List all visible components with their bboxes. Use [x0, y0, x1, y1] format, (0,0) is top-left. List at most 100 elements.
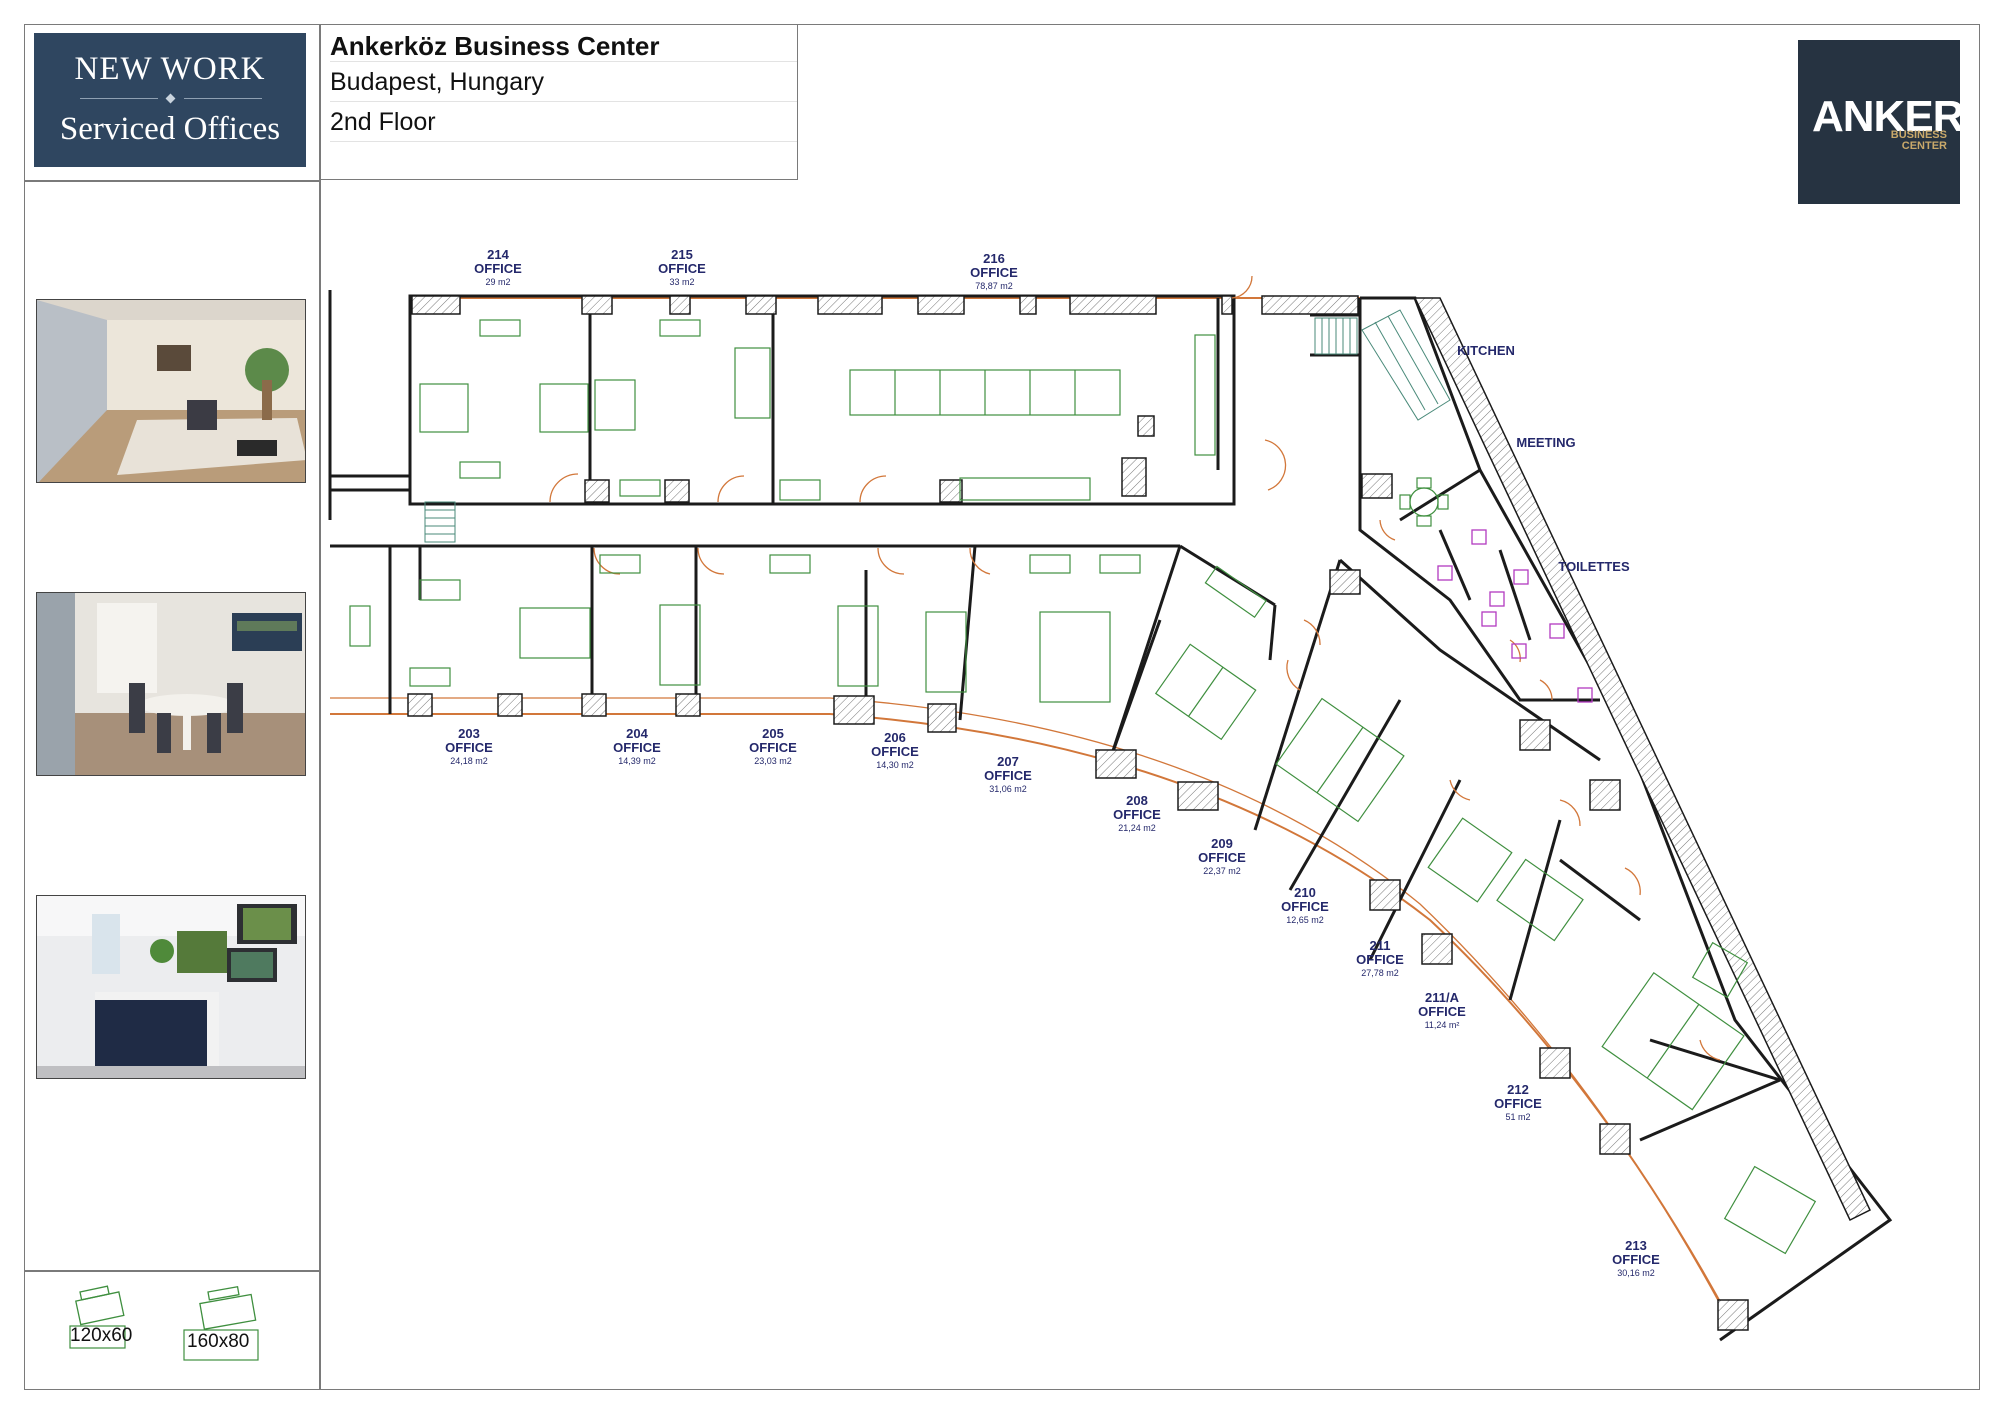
svg-text:209: 209: [1211, 836, 1233, 851]
photo-meeting-room: [36, 592, 306, 776]
svg-text:205: 205: [762, 726, 784, 741]
svg-text:OFFICE: OFFICE: [1281, 899, 1329, 914]
svg-text:211/A: 211/A: [1425, 990, 1460, 1005]
svg-text:21,24 m2: 21,24 m2: [1118, 823, 1156, 833]
svg-text:208: 208: [1126, 793, 1148, 808]
anker-logo-sub1: BUSINESS: [1890, 129, 1947, 141]
svg-text:OFFICE: OFFICE: [1418, 1004, 1466, 1019]
floorplan-sheet: [24, 24, 1980, 1390]
brand-rule-right: [184, 98, 262, 99]
anker-logo-sub: BUSINESS CENTER: [1891, 130, 1947, 152]
brand-line-1: NEW WORK: [74, 51, 266, 87]
svg-text:12,65 m2: 12,65 m2: [1286, 915, 1324, 925]
building-title: Ankerköz Business Center: [330, 31, 660, 61]
svg-text:OFFICE: OFFICE: [1494, 1096, 1542, 1111]
building-city: Budapest, Hungary: [330, 68, 545, 96]
brand-line-2: Serviced Offices: [59, 111, 281, 147]
svg-text:14,30 m2: 14,30 m2: [876, 760, 914, 770]
svg-text:OFFICE: OFFICE: [445, 740, 493, 755]
svg-text:203: 203: [458, 726, 480, 741]
svg-text:11,24 m²: 11,24 m²: [1425, 1020, 1460, 1030]
legend-divider: [24, 1270, 320, 1272]
legend-desk-small-icon: [75, 1285, 125, 1326]
legend-desk-large-icon: [199, 1286, 257, 1330]
reception-desk-photo-icon: [37, 896, 305, 1078]
building-info: Ankerköz Business Center Budapest, Hunga…: [320, 24, 798, 180]
staircase: [424, 309, 1451, 543]
svg-text:212: 212: [1507, 1082, 1529, 1097]
svg-text:214: 214: [487, 247, 509, 262]
header-divider-left: [24, 180, 320, 182]
brand-logo: NEW WORK Serviced Offices: [34, 33, 306, 167]
office-desk-photo-icon: [37, 300, 305, 482]
brand-rule-left: [80, 98, 158, 99]
facade-glazing: [330, 297, 1731, 1321]
legend-desk-small-label: 120x60: [70, 1325, 133, 1346]
legend-desk-large-label: 160x80: [187, 1331, 250, 1352]
svg-text:207: 207: [997, 754, 1019, 769]
svg-text:30,16 m2: 30,16 m2: [1617, 1268, 1655, 1278]
meeting-label: MEETING: [1516, 435, 1575, 450]
wc-fixtures: [1437, 529, 1593, 703]
info-separator: [330, 61, 797, 62]
svg-text:78,87 m2: 78,87 m2: [975, 281, 1013, 291]
photo-private-office: [36, 299, 306, 483]
anker-logo-name: ANKER: [1812, 92, 1964, 141]
legend-box-large: [183, 1329, 259, 1361]
round-table-photo-icon: [37, 593, 305, 775]
svg-text:33 m2: 33 m2: [669, 277, 694, 287]
svg-text:OFFICE: OFFICE: [1113, 807, 1161, 822]
svg-text:213: 213: [1625, 1238, 1647, 1253]
photo-reception: [36, 895, 306, 1079]
kitchen-label: KITCHEN: [1457, 343, 1515, 358]
svg-text:OFFICE: OFFICE: [474, 261, 522, 276]
svg-text:27,78 m2: 27,78 m2: [1361, 968, 1399, 978]
svg-text:206: 206: [884, 730, 906, 745]
svg-text:215: 215: [671, 247, 693, 262]
svg-text:OFFICE: OFFICE: [1198, 850, 1246, 865]
legend-box-small: [69, 1325, 126, 1349]
svg-text:OFFICE: OFFICE: [984, 768, 1032, 783]
svg-text:29 m2: 29 m2: [485, 277, 510, 287]
svg-text:OFFICE: OFFICE: [658, 261, 706, 276]
svg-text:22,37 m2: 22,37 m2: [1203, 866, 1241, 876]
svg-text:OFFICE: OFFICE: [749, 740, 797, 755]
svg-text:51 m2: 51 m2: [1505, 1112, 1530, 1122]
svg-text:23,03 m2: 23,03 m2: [754, 756, 792, 766]
svg-text:OFFICE: OFFICE: [1356, 952, 1404, 967]
anker-logo: ANKER BUSINESS CENTER: [1798, 40, 1964, 204]
svg-text:211: 211: [1370, 938, 1391, 953]
svg-text:216: 216: [983, 251, 1005, 266]
svg-text:OFFICE: OFFICE: [970, 265, 1018, 280]
building-floor: 2nd Floor: [330, 108, 436, 136]
anker-logo-sub2: CENTER: [1901, 140, 1947, 152]
legend-desks: [69, 1285, 259, 1361]
svg-text:OFFICE: OFFICE: [871, 744, 919, 759]
doors: [549, 275, 1721, 1061]
svg-text:210: 210: [1294, 885, 1316, 900]
furniture-desks: [349, 319, 1817, 1255]
sidebar-divider: [319, 24, 321, 1390]
svg-text:24,18 m2: 24,18 m2: [450, 756, 488, 766]
structural-columns: [407, 295, 1871, 1331]
info-separator: [330, 101, 797, 102]
svg-text:204: 204: [626, 726, 648, 741]
svg-text:31,06 m2: 31,06 m2: [989, 784, 1027, 794]
info-separator: [330, 141, 797, 142]
